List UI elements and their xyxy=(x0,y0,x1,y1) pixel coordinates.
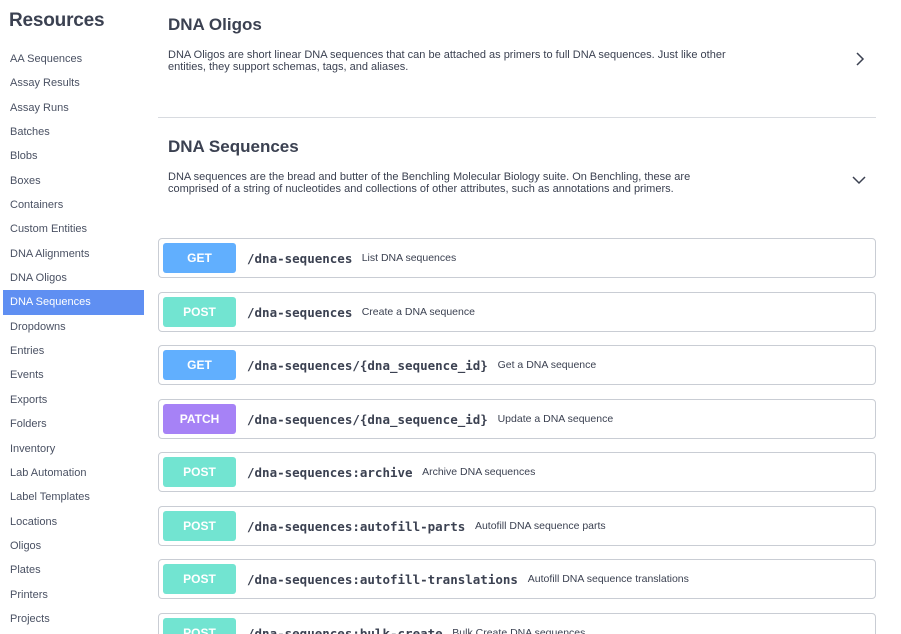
operation-summary: Autofill DNA sequence translations xyxy=(527,573,689,585)
operation-path: /dna-sequences xyxy=(247,304,353,320)
section-description-line: entities, they support schemas, tags, an… xyxy=(168,61,409,73)
sidebar-item-dna-alignments[interactable]: DNA Alignments xyxy=(10,247,90,260)
operation-summary: List DNA sequences xyxy=(361,252,457,264)
operation-summary: Create a DNA sequence xyxy=(361,305,475,318)
sidebar-item-batches[interactable]: Batches xyxy=(10,126,50,139)
sidebar-item-oligos[interactable]: Oligos xyxy=(10,539,42,552)
chevron-right-icon[interactable] xyxy=(852,51,868,67)
section-title-dna-sequences[interactable]: DNA Sequences xyxy=(168,137,299,156)
operation-path: /dna-sequences:autofill-parts xyxy=(247,518,466,534)
method-badge: POST xyxy=(163,617,236,634)
sidebar-item-assay-runs[interactable]: Assay Runs xyxy=(10,101,69,114)
sidebar-item-locations[interactable]: Locations xyxy=(10,515,58,528)
sidebar-item-assay-results[interactable]: Assay Results xyxy=(10,77,80,90)
operation-summary: Bulk Create DNA sequences xyxy=(452,626,586,634)
sidebar-item-dna-sequences[interactable]: DNA Sequences xyxy=(3,290,144,315)
sidebar-item-aa-sequences[interactable]: AA Sequences xyxy=(10,53,83,65)
sidebar-item-folders[interactable]: Folders xyxy=(10,418,47,431)
section-description-line: DNA sequences are the bread and butter o… xyxy=(168,171,691,183)
sidebar-item-custom-entities[interactable]: Custom Entities xyxy=(10,223,88,236)
chevron-down-icon[interactable] xyxy=(851,172,867,188)
sidebar-item-events[interactable]: Events xyxy=(10,369,44,382)
section-description-dna-oligos: DNA Oligos are short linear DNA sequence… xyxy=(168,49,828,73)
sidebar-item-blobs[interactable]: Blobs xyxy=(10,150,38,163)
operation-row[interactable]: GET/dna-sequences/{dna_sequence_id} Get a… xyxy=(158,345,876,385)
operation-row[interactable]: PATCH/dna-sequences/{dna_sequence_id} Upd… xyxy=(158,398,876,439)
section-description-line: DNA Oligos are short linear DNA sequence… xyxy=(168,49,726,61)
operation-row[interactable]: POST/dna-sequences Create a DNA sequence xyxy=(158,291,876,332)
method-badge: POST xyxy=(163,510,236,541)
method-badge: POST xyxy=(163,296,236,327)
method-badge: POST xyxy=(163,564,236,594)
sidebar-item-boxes[interactable]: Boxes xyxy=(10,174,41,187)
operation-path: /dna-sequences:autofill-translations xyxy=(247,572,518,587)
sidebar-item-projects[interactable]: Projects xyxy=(10,612,50,625)
sidebar-item-plates[interactable]: Plates xyxy=(10,564,41,577)
operation-path: /dna-sequences:bulk-create xyxy=(247,625,443,634)
operation-summary: Update a DNA sequence xyxy=(497,412,614,425)
sidebar-item-dna-oligos[interactable]: DNA Oligos xyxy=(10,272,67,285)
sidebar-item-dropdowns[interactable]: Dropdowns xyxy=(10,320,66,333)
main-content: DNA Oligos DNA Oligos are short linear D… xyxy=(158,0,876,634)
sidebar-item-inventory[interactable]: Inventory xyxy=(10,442,56,455)
sidebar-item-containers[interactable]: Containers xyxy=(10,199,64,212)
operation-row[interactable]: POST/dna-sequences:autofill-parts Autofil… xyxy=(158,505,876,546)
operation-path: /dna-sequences xyxy=(247,251,353,266)
operation-summary: Autofill DNA sequence parts xyxy=(474,519,606,532)
method-badge: PATCH xyxy=(163,403,236,434)
method-badge: GET xyxy=(163,350,236,380)
section-description-dna-sequences: DNA sequences are the bread and butter o… xyxy=(168,171,828,195)
operation-summary: Archive DNA sequences xyxy=(422,466,536,478)
sidebar-item-entries[interactable]: Entries xyxy=(10,345,45,358)
method-badge: GET xyxy=(163,243,236,273)
operation-path: /dna-sequences:archive xyxy=(247,465,413,480)
operation-row[interactable]: POST/dna-sequences:bulk-create Bulk Creat… xyxy=(158,612,876,634)
method-badge: POST xyxy=(163,457,236,487)
sidebar-item-label-templates[interactable]: Label Templates xyxy=(10,491,90,504)
sidebar-item-exports[interactable]: Exports xyxy=(10,393,48,406)
sidebar-title: Resources xyxy=(9,10,105,31)
sidebar-item-printers[interactable]: Printers xyxy=(10,588,48,601)
section-description-line: comprised of a string of nucleotides and… xyxy=(168,183,674,195)
operation-row[interactable]: POST/dna-sequences:archive Archive DNA se… xyxy=(158,452,876,492)
operation-row[interactable]: GET/dna-sequences List DNA sequences xyxy=(158,238,876,278)
operation-summary: Get a DNA sequence xyxy=(497,359,597,371)
operation-path: /dna-sequences/{dna_sequence_id} xyxy=(247,358,488,373)
section-title-dna-oligos[interactable]: DNA Oligos xyxy=(168,15,262,34)
sidebar-item-lab-automation[interactable]: Lab Automation xyxy=(10,466,87,479)
section-divider xyxy=(158,117,876,118)
operation-row[interactable]: POST/dna-sequences:autofill-translations… xyxy=(158,559,876,599)
operation-path: /dna-sequences/{dna_sequence_id} xyxy=(247,411,488,427)
